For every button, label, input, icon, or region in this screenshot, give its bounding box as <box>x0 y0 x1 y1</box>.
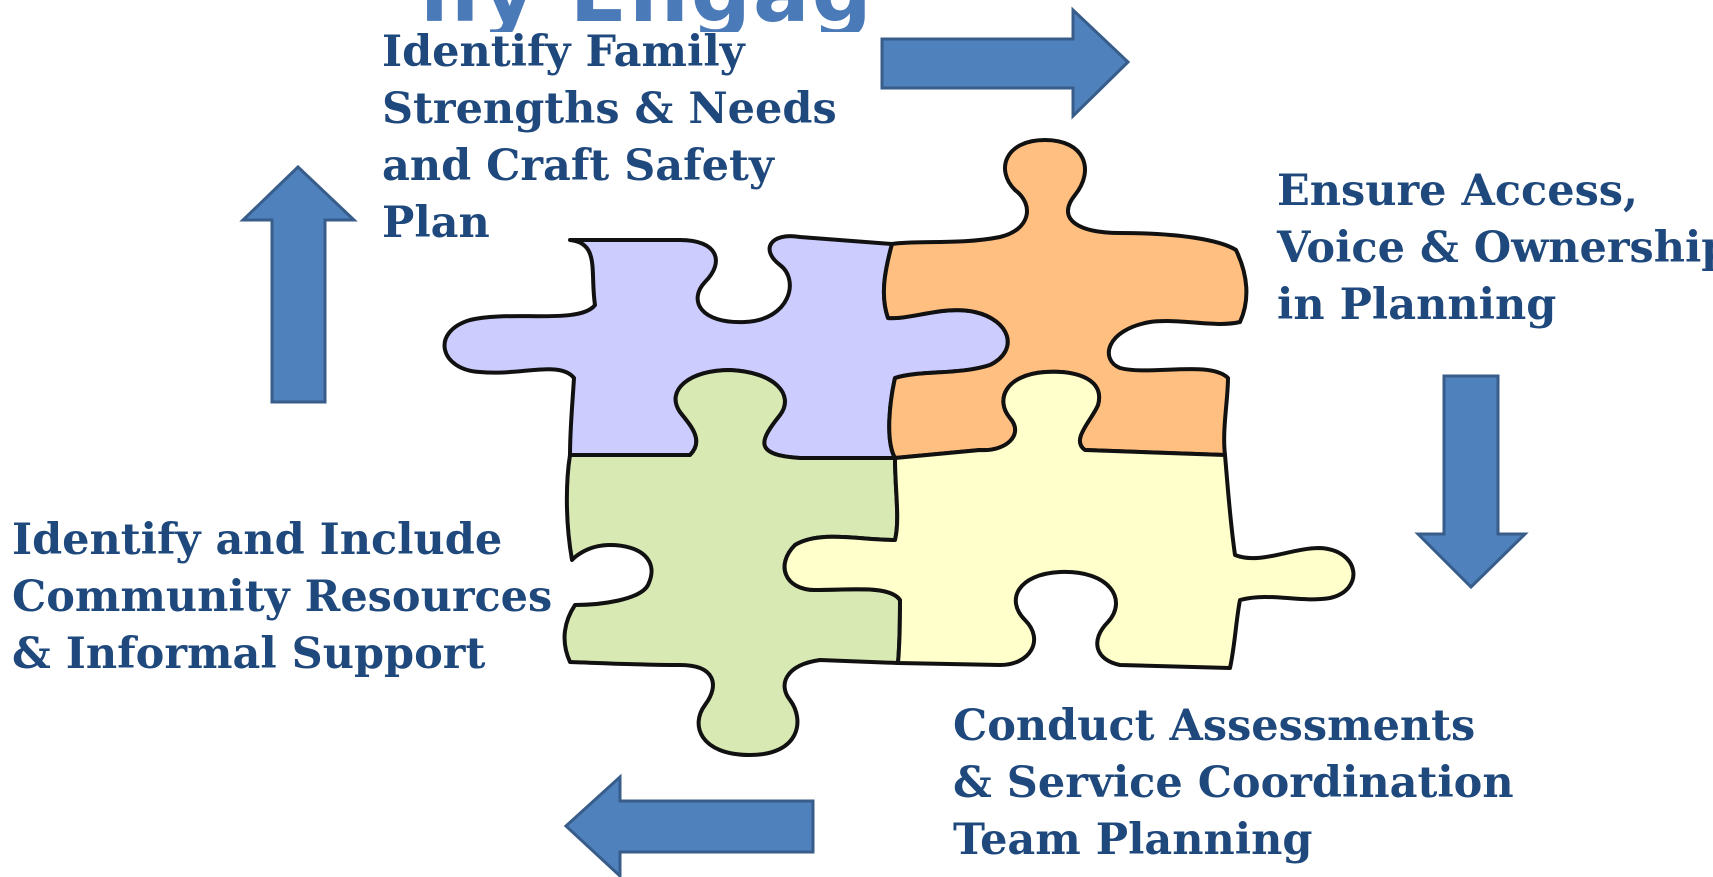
label-line: Identify Family <box>382 27 745 77</box>
label-line: & Service Coordination <box>953 758 1514 808</box>
label-line: Team Planning <box>953 815 1313 865</box>
arrow-down-icon <box>1414 374 1529 590</box>
puzzle-piece-green <box>562 368 902 757</box>
label-line: Voice & Ownership <box>1277 223 1713 273</box>
arrow-right-icon <box>880 6 1131 120</box>
label-line: Conduct Assessments <box>953 701 1476 751</box>
puzzle-piece-orange <box>881 138 1249 460</box>
arrow-left-icon <box>563 773 815 877</box>
label-ensure-access: Ensure Access, Voice & Ownership in Plan… <box>1277 163 1713 334</box>
label-identify-family-strengths: Identify Family Strengths & Needs and Cr… <box>382 24 837 252</box>
label-line: and Craft Safety <box>382 141 774 191</box>
label-line: Ensure Access, <box>1277 166 1638 216</box>
label-conduct-assessments: Conduct Assessments & Service Coordinati… <box>953 698 1514 869</box>
puzzle-pieces-icon <box>442 138 1356 757</box>
label-line: Identify and Include <box>12 515 503 565</box>
label-community-resources: Identify and Include Community Resources… <box>12 512 552 683</box>
slide-title-fragment: ily Engag <box>420 0 1120 32</box>
label-line: in Planning <box>1277 280 1557 330</box>
label-line: Strengths & Needs <box>382 84 837 134</box>
puzzle-piece-yellow <box>782 369 1356 670</box>
arrow-up-icon <box>239 164 358 404</box>
label-line: Community Resources <box>12 572 553 622</box>
label-line: Plan <box>382 198 490 248</box>
label-line: & Informal Support <box>12 629 486 679</box>
